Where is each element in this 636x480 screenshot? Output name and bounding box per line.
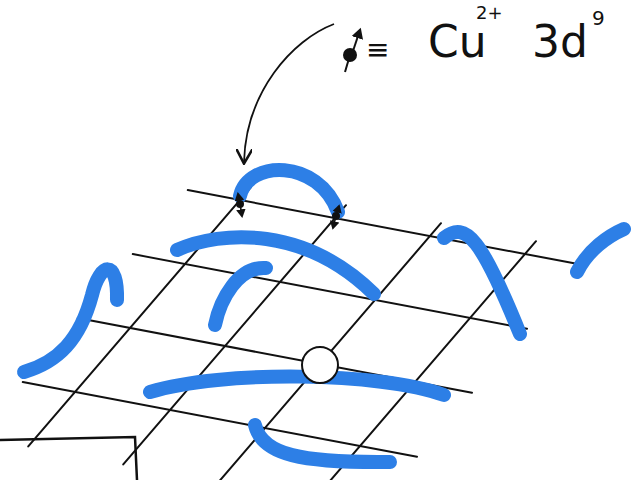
callout-arrow [244,24,334,162]
singlet-bond [255,425,390,462]
element-symbol: Cu [428,20,487,64]
box-corner [0,437,137,480]
singlet-bond [240,170,338,212]
square-lattice [23,187,582,480]
spin-tail [345,55,350,72]
lattice-spin [236,194,244,216]
electron-count: 9 [592,8,605,28]
spin-arrow [240,204,242,216]
lattice-spin [332,206,340,228]
singlet-bond [150,377,444,395]
singlet-bond [24,269,117,372]
singlet-bond [215,268,266,325]
hole [302,347,338,383]
equivalence-sign: ≡ [366,36,389,64]
lattice-line [23,382,417,457]
spin-arrow [350,30,360,60]
singlet-bonds [24,170,624,462]
orbital-label: 3d [532,20,588,64]
spin-arrow [336,206,339,216]
singlet-bond [444,232,520,334]
singlet-bond [177,237,374,294]
legend-spin [343,30,360,72]
singlet-bond [577,229,624,272]
spin-arrow [333,216,336,228]
spin-arrow [238,194,240,204]
lattice-line [188,190,582,265]
charge-superscript: 2+ [476,4,503,22]
